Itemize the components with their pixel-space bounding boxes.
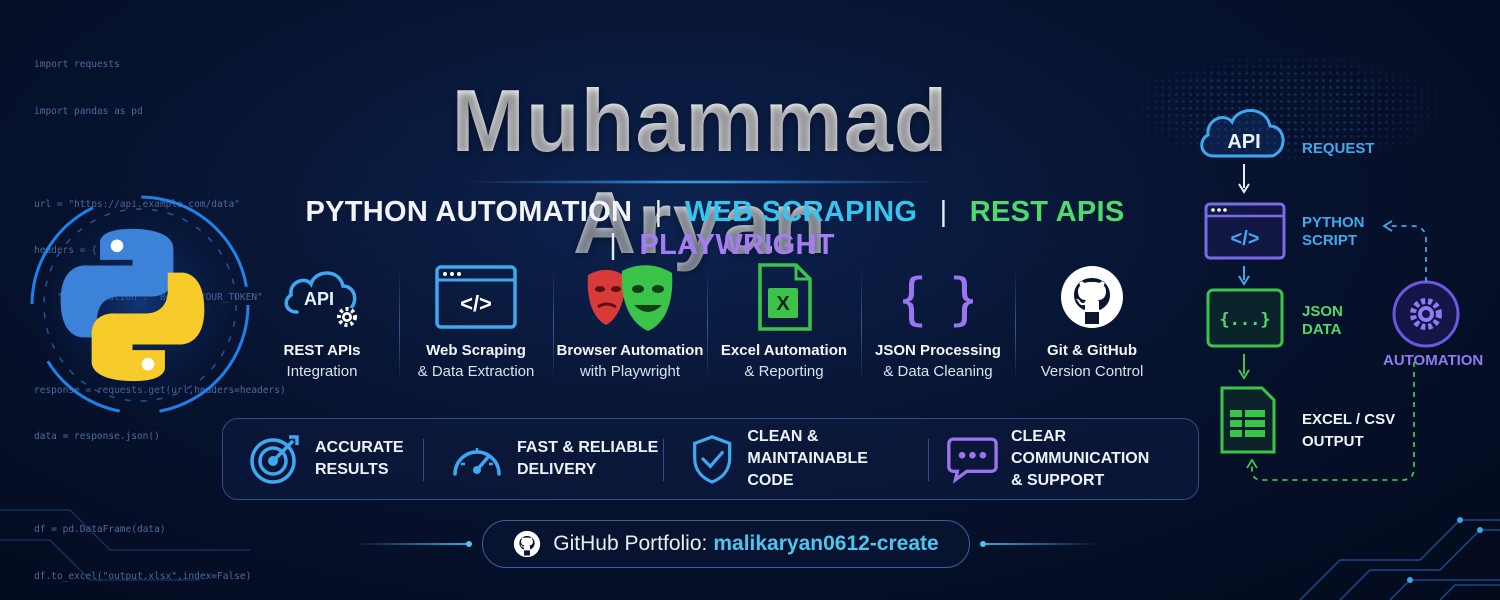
skills-tagline: PYTHON AUTOMATION | WEB SCRAPING | REST … [290, 196, 1140, 262]
code-window-text: </> [1231, 228, 1260, 250]
skill-title: Browser Automation [556, 342, 704, 359]
skill-subtitle: with Playwright [579, 363, 681, 380]
title-underline-glow [470, 180, 930, 184]
portfolio-handle[interactable]: malikaryan0612-create [713, 532, 939, 555]
flow-label-automation: AUTOMATION [1383, 352, 1484, 369]
code-line: import requests [34, 59, 120, 70]
skill-subtitle: & Data Extraction [417, 363, 535, 380]
tag-web-scraping: WEB SCRAPING [684, 196, 918, 228]
gear-icon [1392, 280, 1460, 348]
benefit-line: CLEAR COMMUNICATION [1010, 428, 1150, 467]
flow-label-request: REQUEST [1302, 140, 1375, 158]
flow-label-line: SCRIPT [1302, 232, 1358, 249]
browser-code-icon: </> [435, 265, 517, 329]
pill-line-right [982, 543, 1100, 545]
speedometer-icon [453, 448, 501, 476]
benefit-line: & SUPPORT [1010, 472, 1105, 489]
skill-title: Excel Automation [720, 342, 848, 359]
json-icon-text: { } [903, 267, 973, 332]
flow-label-line: EXCEL / CSV [1302, 411, 1396, 428]
skill-title: JSON Processing [875, 342, 1001, 359]
benefit-line: CLEAN & MAINTAINABLE [747, 428, 868, 467]
benefit-line: FAST & RELIABLE [517, 439, 659, 456]
flow-label-python-script: PYTHON SCRIPT [1302, 214, 1365, 250]
flow-label-line: DATA [1302, 321, 1342, 338]
pill-dot-left [466, 541, 472, 547]
api-cloud-icon: API [1200, 109, 1285, 158]
api-icon-text: API [304, 289, 334, 309]
tag-playwright: PLAYWRIGHT [639, 229, 835, 261]
benefit-line: DELIVERY [517, 461, 597, 478]
github-icon [514, 530, 541, 558]
portfolio-prefix: GitHub Portfolio: [553, 532, 708, 555]
flow-label-excel-output: EXCEL / CSV OUTPUT [1302, 409, 1395, 453]
playwright-masks-icon [587, 265, 673, 331]
benefit-clear-communication: CLEAR COMMUNICATION & SUPPORT [928, 419, 1198, 499]
target-icon [250, 435, 299, 484]
automation-flow-diagram: API </> {...} [1200, 109, 1460, 481]
skill-json-processing: { } JSON Processing & Data Cleaning [861, 258, 1015, 388]
json-braces-icon: { } [903, 267, 973, 332]
skill-subtitle: & Data Cleaning [883, 363, 993, 380]
flow-label-line: PYTHON [1302, 214, 1365, 231]
excel-icon: X [758, 263, 812, 331]
skill-git-github: Git & GitHub Version Control [1015, 258, 1169, 388]
pill-dot-right [980, 541, 986, 547]
flow-label-line: OUTPUT [1302, 433, 1364, 450]
json-icon: {...} [1206, 288, 1284, 348]
world-map-dots [1075, 28, 1495, 188]
code-line [34, 150, 334, 166]
tag-python-automation: PYTHON AUTOMATION [305, 196, 633, 228]
github-portfolio-link[interactable]: GitHub Portfolio: malikaryan0612-create [482, 520, 970, 568]
circuit-decoration [1299, 517, 1500, 600]
code-window-icon: </> [1204, 202, 1286, 260]
skill-subtitle: Integration [286, 363, 358, 380]
skills-row: API REST APIs Integration </> Web Scrapi… [245, 258, 1170, 388]
flow-label-line: REQUEST [1302, 140, 1375, 157]
code-line: df.to_excel("output.xlsx",index=False) [34, 570, 252, 582]
tag-rest-apis: REST APIS [969, 196, 1125, 228]
tag-separator: | [939, 196, 948, 228]
skill-title: REST APIs [283, 342, 361, 359]
circuit-decoration-left [0, 509, 250, 581]
tag-separator: | [654, 196, 663, 228]
benefit-line: CODE [747, 472, 794, 489]
benefit-line: RESULTS [315, 461, 389, 478]
api-gear-icon: API [284, 271, 357, 327]
benefit-line: ACCURATE [315, 439, 404, 456]
skill-browser-automation: Browser Automation with Playwright [553, 258, 707, 388]
api-cloud-text: API [1227, 131, 1260, 153]
code-line: df = pd.DataFrame(data) [34, 524, 166, 535]
shield-check-icon [693, 435, 732, 484]
benefits-bar: ACCURATE RESULTS FAST & RELIABLE DELIVER… [222, 418, 1199, 500]
skill-excel-automation: X Excel Automation & Reporting [707, 258, 861, 388]
chat-bubble-icon [947, 437, 998, 484]
python-logo-icon [60, 228, 205, 382]
flow-label-line: JSON [1302, 303, 1343, 320]
spreadsheet-icon [1220, 386, 1276, 454]
skill-title: Git & GitHub [1047, 342, 1137, 359]
skill-web-scraping: </> Web Scraping & Data Extraction [399, 258, 553, 388]
json-box-text: {...} [1219, 310, 1270, 330]
benefit-accurate-results: ACCURATE RESULTS [223, 419, 423, 499]
skill-title: Web Scraping [426, 342, 526, 359]
skill-subtitle: & Reporting [744, 363, 824, 380]
python-glow-rings [22, 187, 258, 423]
code-line: data = response.json() [34, 431, 160, 442]
profile-name: Muhammad Aryan [330, 70, 1070, 274]
benefit-fast-delivery: FAST & RELIABLE DELIVERY [423, 419, 663, 499]
pill-line-left [352, 543, 470, 545]
skill-subtitle: Version Control [1040, 363, 1144, 380]
excel-icon-text: X [776, 293, 790, 315]
code-icon-text: </> [460, 291, 492, 316]
github-icon [1061, 266, 1123, 328]
flow-label-json-data: JSON DATA [1302, 303, 1343, 339]
skill-rest-apis: API REST APIs Integration [245, 258, 399, 388]
code-line: import pandas as pd [34, 105, 143, 117]
tag-separator: | [609, 229, 618, 261]
benefit-clean-code: CLEAN & MAINTAINABLE CODE [663, 419, 928, 499]
